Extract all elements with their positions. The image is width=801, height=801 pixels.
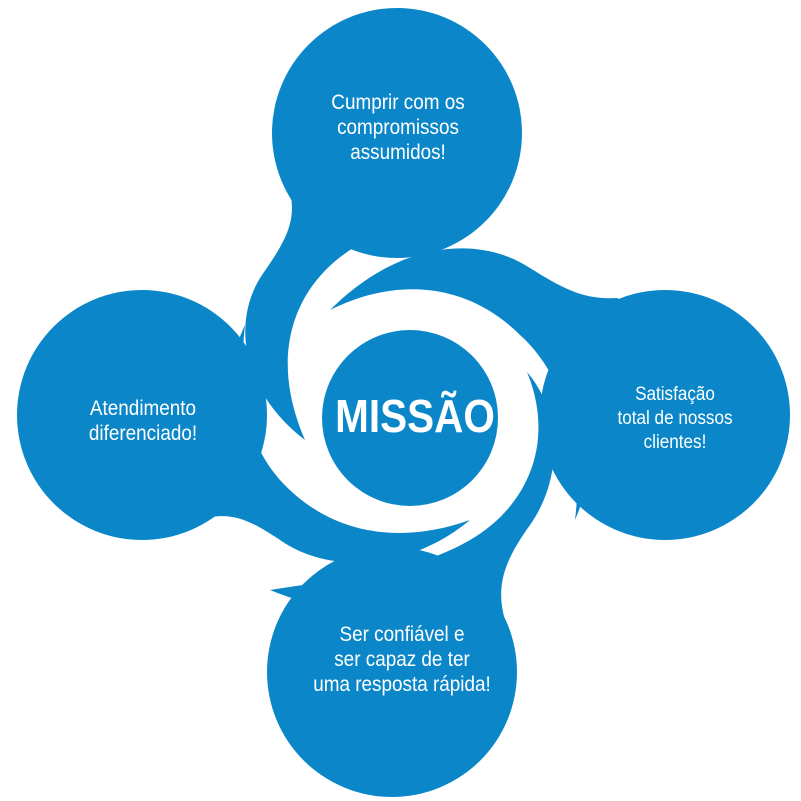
label-bottom-line-3: uma resposta rápida! xyxy=(313,673,491,696)
label-left-line-1: Atendimento xyxy=(89,397,197,420)
label-top-line-2: compromissos xyxy=(337,116,459,139)
label-right-line-3: clientes! xyxy=(643,432,707,453)
petal-bottom xyxy=(267,372,555,797)
label-bottom-line-1: Ser confiável e xyxy=(339,623,465,646)
label-bottom-line-2: ser capaz de ter xyxy=(334,648,470,671)
label-right-line-2: total de nossos xyxy=(617,408,733,429)
label-bottom: Ser confiável e ser capaz de ter uma res… xyxy=(276,622,528,697)
center-label: MISSÃO xyxy=(335,390,495,442)
label-left: Atendimento diferenciado! xyxy=(58,396,229,446)
label-right: Satisfação total de nossos clientes! xyxy=(594,383,756,455)
center-circle xyxy=(322,330,498,506)
label-top-line-1: Cumprir com os xyxy=(331,91,465,114)
petal-top xyxy=(245,8,522,440)
petal-right xyxy=(330,248,790,540)
petal-left xyxy=(17,290,470,563)
label-top-line-3: assumidos! xyxy=(350,141,446,164)
label-right-line-1: Satisfação xyxy=(635,384,715,405)
label-left-line-2: diferenciado! xyxy=(88,422,198,445)
label-top: Cumprir com os compromissos assumidos! xyxy=(295,90,502,165)
